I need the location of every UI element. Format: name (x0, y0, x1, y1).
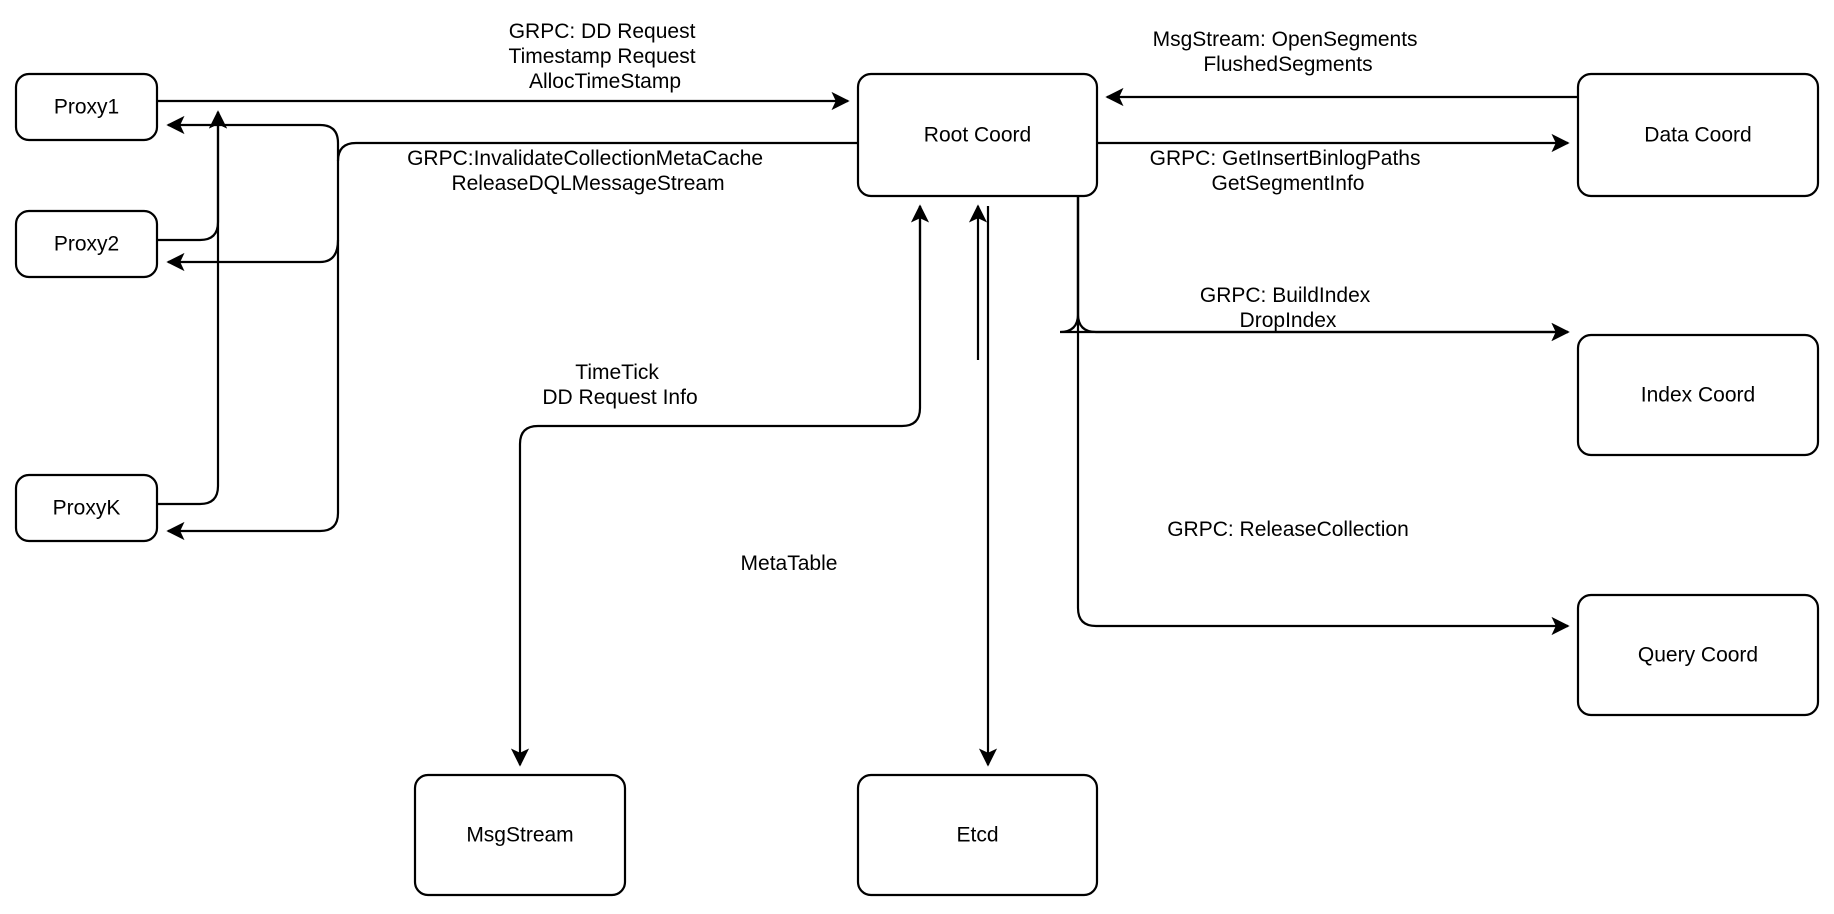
node-proxy1-label: Proxy1 (54, 96, 119, 119)
edge-label-layer: GRPC: DD Request Timestamp Request Alloc… (407, 20, 1427, 575)
edge-label-datacoord-to-rootcoord: MsgStream: OpenSegments FlushedSegments (1153, 28, 1424, 76)
node-proxyk[interactable]: ProxyK (14, 473, 159, 543)
node-querycoord[interactable]: Query Coord (1576, 593, 1820, 717)
edge-label-proxy-to-rootcoord: GRPC: DD Request Timestamp Request Alloc… (509, 20, 702, 93)
edge-rootcoord-to-msgstream (510, 206, 922, 767)
edge-proxy2-to-riser (157, 110, 228, 242)
edge-rootcoord-to-querycoord (1076, 196, 1570, 636)
node-indexcoord[interactable]: Index Coord (1576, 333, 1820, 457)
node-layer: Proxy1 Proxy2 ProxyK Root Coord Data Coo… (14, 72, 1820, 897)
edge-proxyk-to-riser (157, 110, 228, 506)
edge-rootcoord-to-proxy1 (166, 115, 340, 161)
edge-label-metatable: MetaTable (741, 552, 838, 575)
node-proxy2[interactable]: Proxy2 (14, 209, 159, 279)
edge-rootcoord-splitter (166, 141, 858, 541)
node-proxy1[interactable]: Proxy1 (14, 72, 159, 142)
node-etcd-label: Etcd (956, 824, 998, 847)
node-proxyk-label: ProxyK (53, 497, 121, 520)
node-datacoord-label: Data Coord (1644, 124, 1751, 147)
node-etcd[interactable]: Etcd (856, 773, 1099, 897)
node-datacoord[interactable]: Data Coord (1576, 72, 1820, 198)
node-querycoord-label: Query Coord (1638, 644, 1758, 667)
edge-label-rootcoord-to-msgstream: TimeTick DD Request Info (542, 361, 697, 409)
node-rootcoord[interactable]: Root Coord (856, 72, 1099, 198)
node-msgstream-label: MsgStream (466, 824, 573, 847)
node-msgstream[interactable]: MsgStream (413, 773, 627, 897)
node-proxy2-label: Proxy2 (54, 233, 119, 256)
edge-label-rootcoord-to-proxy: GRPC:InvalidateCollectionMetaCache Relea… (407, 147, 769, 195)
node-rootcoord-label: Root Coord (924, 124, 1031, 147)
node-indexcoord-label: Index Coord (1641, 384, 1755, 407)
edge-label-rootcoord-to-indexcoord: GRPC: BuildIndex DropIndex (1200, 284, 1376, 332)
edge-layer (157, 87, 1578, 767)
edge-rootcoord-to-proxy2 (166, 239, 340, 272)
edge-label-rootcoord-to-datacoord: GRPC: GetInsertBinlogPaths GetSegmentInf… (1150, 147, 1427, 195)
edge-label-rootcoord-to-querycoord: GRPC: ReleaseCollection (1167, 518, 1409, 541)
